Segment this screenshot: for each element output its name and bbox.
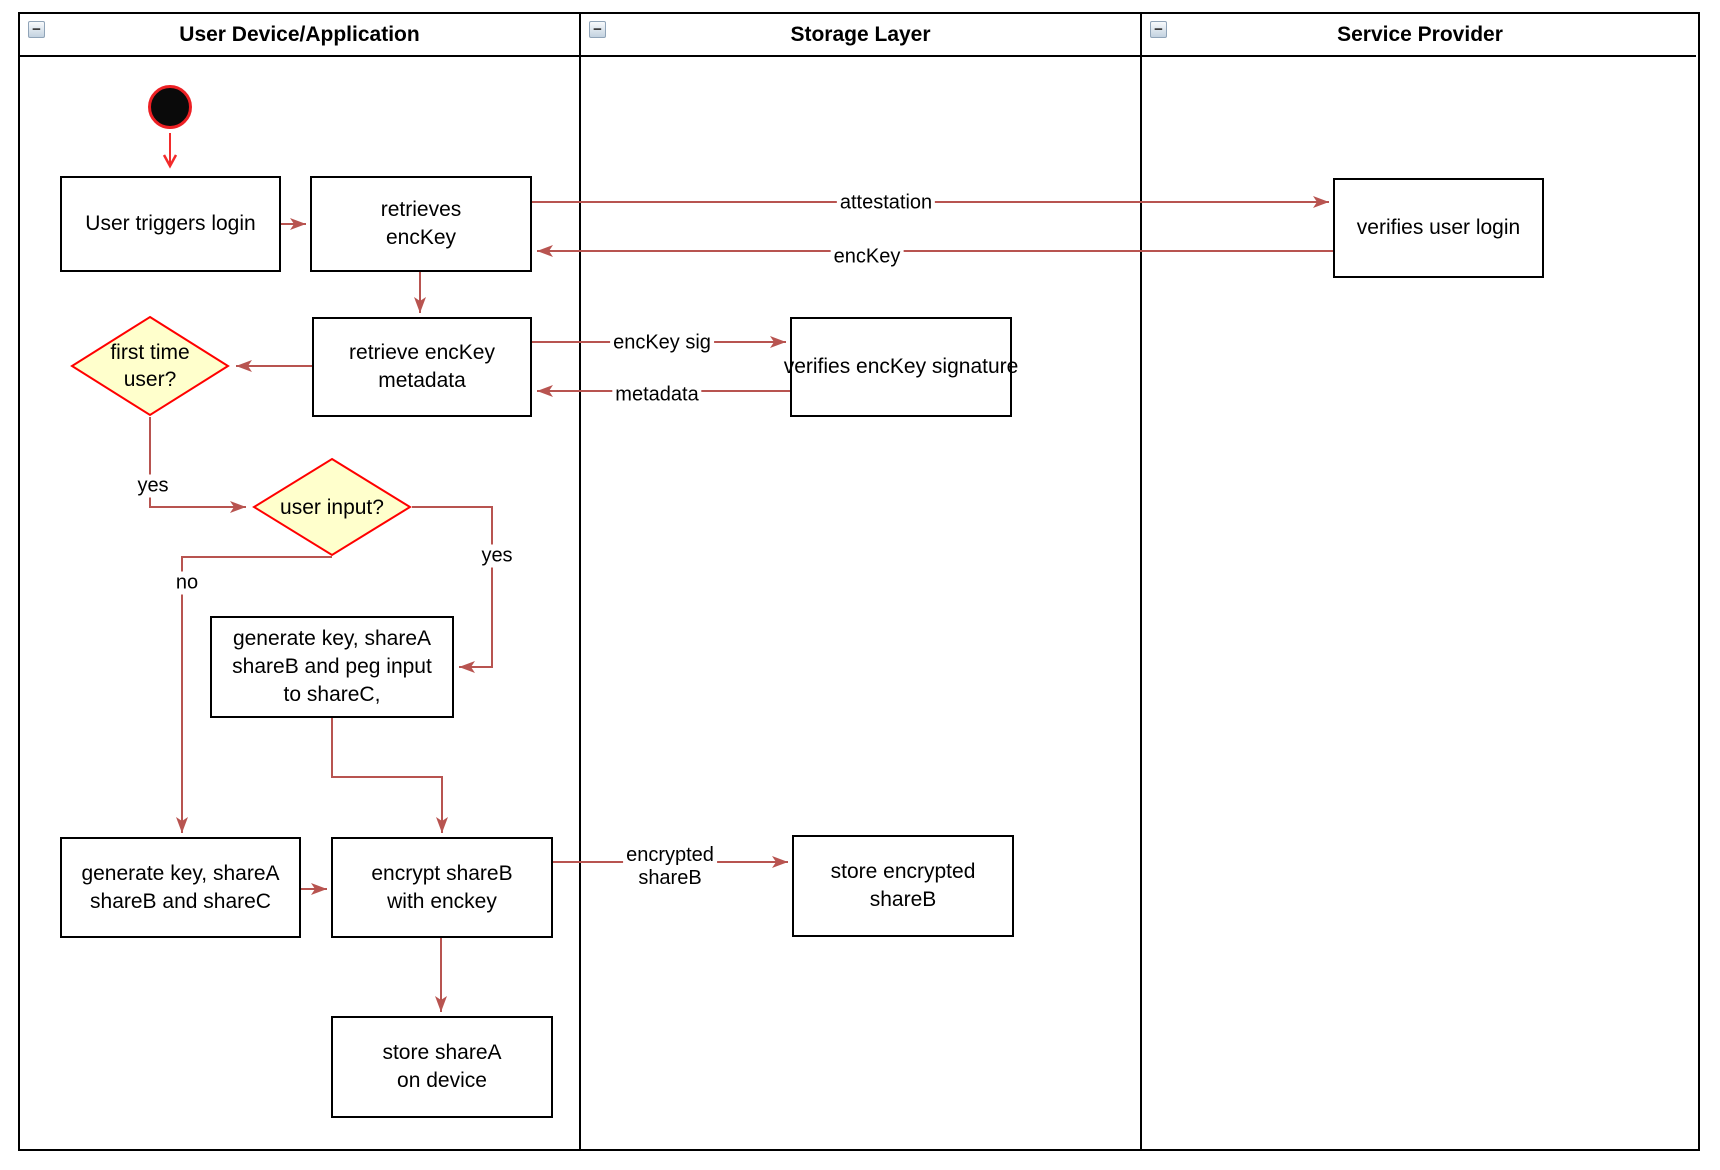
pool-frame: [18, 12, 1700, 1151]
edge-label-attestation[interactable]: attestation: [836, 191, 936, 215]
edge-label-yes-user-input[interactable]: yes: [478, 544, 516, 568]
pool-header-underline: [20, 55, 1696, 57]
node-user-triggers-login[interactable]: User triggers login: [60, 176, 281, 272]
lane-title-service-provider[interactable]: Service Provider: [1337, 22, 1503, 46]
edge-userinput-yes[interactable]: [412, 506, 493, 673]
decision-user-input[interactable]: user input?: [252, 457, 412, 557]
diamond-shape: [252, 457, 412, 557]
node-verifies-user-login[interactable]: verifies user login: [1333, 178, 1544, 278]
node-store-sharea-on-device[interactable]: store shareA on device: [331, 1016, 553, 1118]
node-verifies-enckey-signature[interactable]: verifies encKey signature: [784, 317, 1018, 417]
edge-label-enckey[interactable]: encKey: [830, 245, 904, 269]
collapse-icon[interactable]: −: [1150, 21, 1167, 38]
edge-peg-to-encrypt[interactable]: [331, 717, 448, 833]
diamond-shape: [70, 315, 230, 417]
collapse-icon[interactable]: −: [28, 21, 45, 38]
edge-label-no-user-input[interactable]: no: [172, 571, 202, 595]
decision-first-time-user[interactable]: first time user?: [70, 315, 230, 417]
node-store-encrypted-shareb[interactable]: store encrypted shareB: [792, 835, 1014, 937]
edge-label-enckey-sig[interactable]: encKey sig: [610, 331, 714, 355]
edge-firsttime-yes[interactable]: [149, 417, 246, 513]
node-retrieve-enckey-metadata[interactable]: retrieve encKey metadata: [312, 317, 532, 417]
edge-label-encrypted-shareb[interactable]: encrypted shareB: [623, 844, 717, 890]
start-node[interactable]: [148, 85, 192, 129]
edge-userinput-no[interactable]: [176, 556, 332, 833]
edge-label-metadata[interactable]: metadata: [612, 383, 702, 407]
edge-label-yes-first-time[interactable]: yes: [134, 474, 172, 498]
lane-divider-2: [1140, 12, 1142, 1151]
decision-label: user input?: [280, 495, 384, 519]
collapse-icon[interactable]: −: [589, 21, 606, 38]
node-generate-key-peg-input[interactable]: generate key, shareA shareB and peg inpu…: [210, 616, 454, 718]
node-retrieves-enckey[interactable]: retrieves encKey: [310, 176, 532, 272]
node-generate-key-shares[interactable]: generate key, shareA shareB and shareC: [60, 837, 301, 938]
decision-label: first time user?: [110, 341, 190, 391]
node-encrypt-shareb[interactable]: encrypt shareB with enckey: [331, 837, 553, 938]
lane-divider-1: [579, 12, 581, 1151]
lane-title-user-device[interactable]: User Device/Application: [179, 22, 420, 46]
lane-title-storage-layer[interactable]: Storage Layer: [790, 22, 931, 46]
